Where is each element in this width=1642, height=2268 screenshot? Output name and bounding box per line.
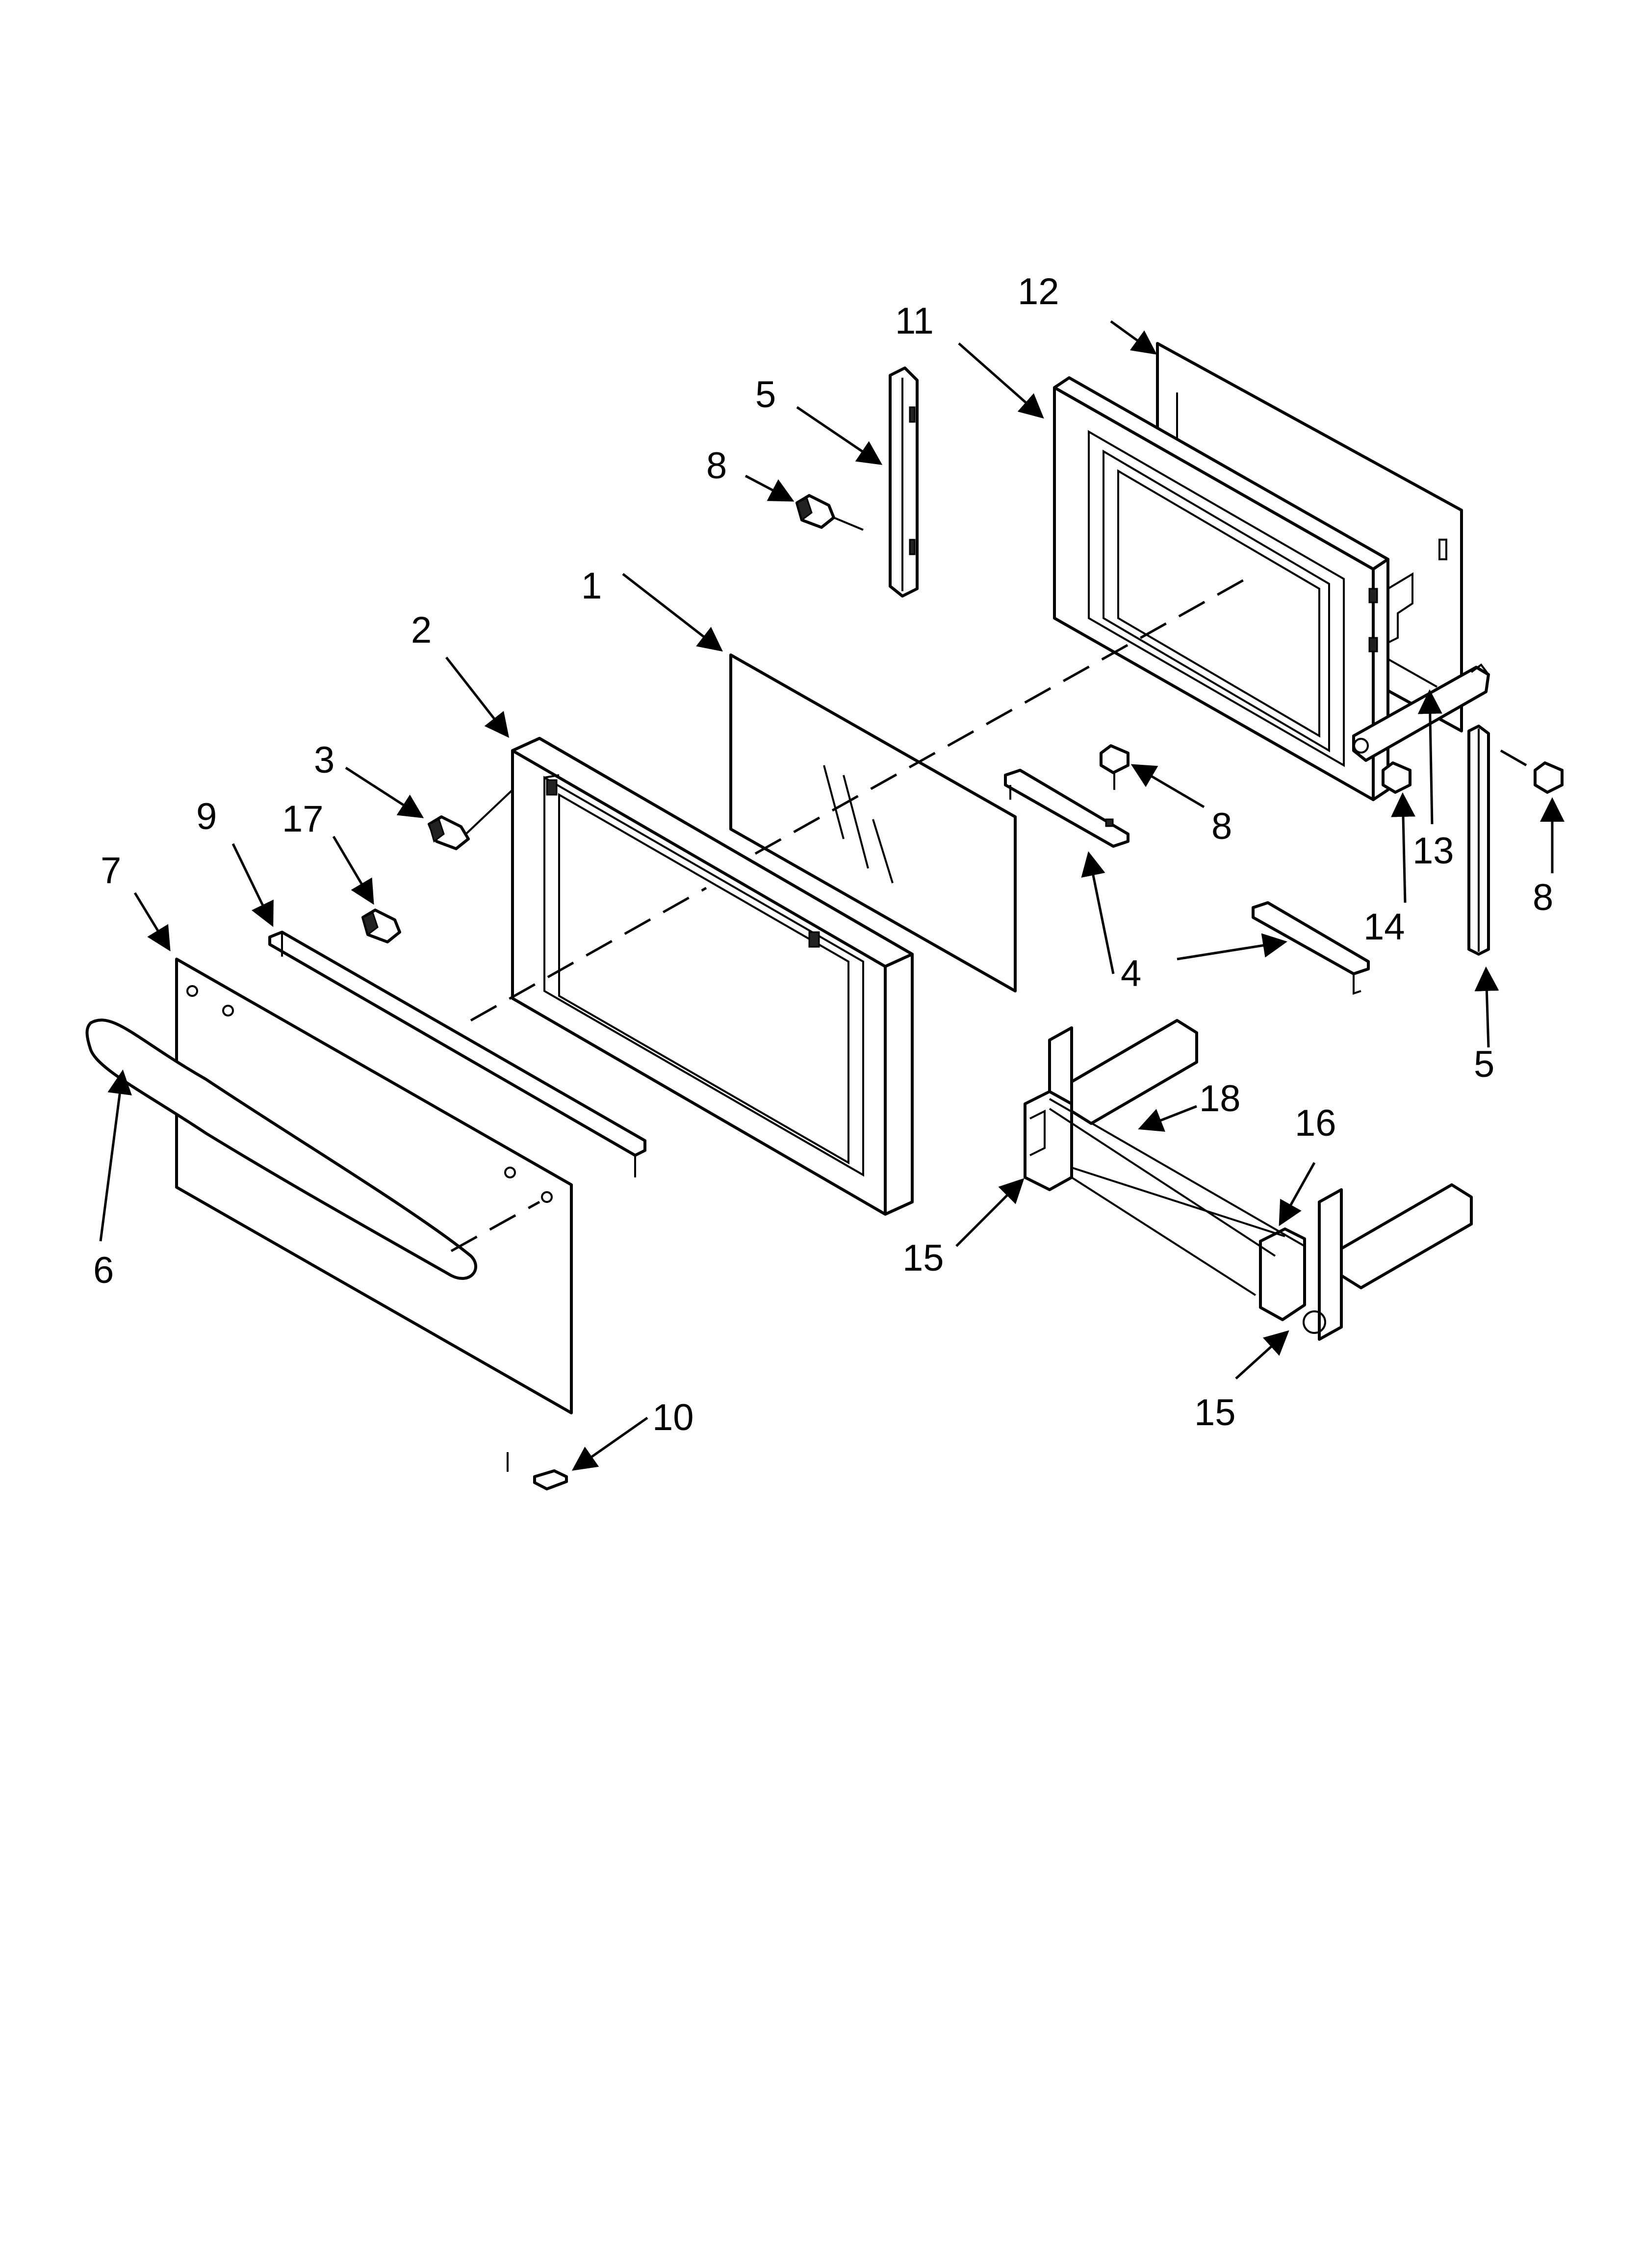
callout-labels: 1 2 3 4 5 5 6 7 8 8 8 9 10 11 12 13 14 1…: [93, 271, 1553, 1438]
callout-8-right: 8: [1533, 877, 1553, 918]
callout-1: 1: [581, 565, 602, 607]
part-9-rail: [268, 931, 646, 1177]
callout-12: 12: [1018, 271, 1059, 313]
part-2-outer-frame: [511, 737, 914, 1216]
part-4-bracket-upper: [1004, 769, 1129, 848]
callout-11: 11: [895, 300, 934, 342]
callout-13: 13: [1412, 830, 1454, 872]
callout-8-center: 8: [1211, 806, 1232, 847]
callout-3: 3: [314, 739, 334, 781]
callout-15-left: 15: [902, 1237, 944, 1279]
callout-6: 6: [93, 1250, 114, 1291]
part-8-screw-right: [1500, 749, 1564, 794]
callout-4: 4: [1121, 953, 1141, 994]
callout-7: 7: [101, 850, 121, 891]
callout-8-upper: 8: [706, 445, 727, 487]
part-hinge-assembly: [1024, 1019, 1473, 1341]
part-4-bracket-lower: [1252, 901, 1370, 995]
part-5-side-trim-right: [1467, 725, 1490, 956]
part-1-glass: [729, 653, 1017, 992]
part-14-screw: [1382, 761, 1411, 794]
part-8-screw-center: [1100, 744, 1129, 790]
part-8-screw-upper: [795, 494, 864, 531]
part-3-screw: [428, 789, 513, 850]
callout-9: 9: [196, 796, 217, 837]
callout-17: 17: [282, 798, 324, 840]
callout-10: 10: [652, 1397, 694, 1438]
callout-18: 18: [1199, 1078, 1241, 1120]
part-5-side-trim-upper: [889, 366, 919, 598]
leader-lines: [99, 320, 1565, 1471]
part-10-foot: [507, 1452, 568, 1490]
part-17-screw: [361, 909, 401, 943]
callout-2: 2: [411, 609, 432, 651]
part-7-door-panel: [175, 958, 573, 1414]
callout-5-right: 5: [1474, 1043, 1494, 1085]
part-11-inner-door: [1053, 376, 1413, 801]
callout-5-upper: 5: [755, 374, 776, 416]
assembly-centerlines: [450, 577, 1247, 1252]
callout-16: 16: [1295, 1102, 1336, 1144]
callout-14: 14: [1363, 906, 1405, 948]
callout-15-right: 15: [1194, 1392, 1236, 1434]
